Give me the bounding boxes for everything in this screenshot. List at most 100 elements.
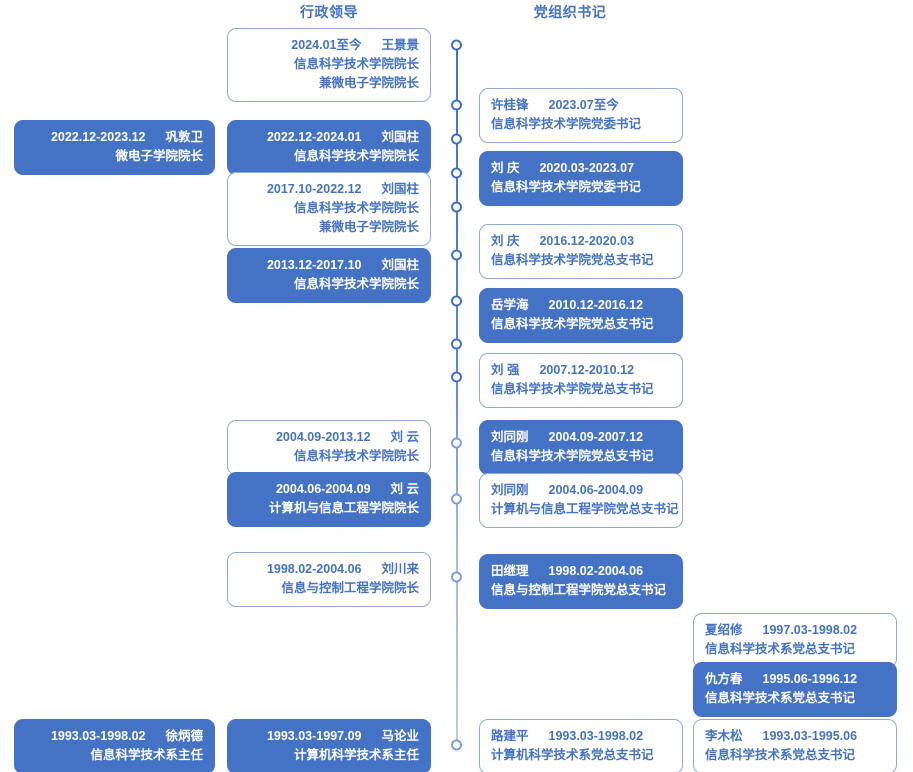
card-person-name: 许桂锋 <box>491 98 529 112</box>
card-title-line-1: 信息科学技术学院院长 <box>293 149 419 163</box>
timeline-dot <box>451 201 462 213</box>
card-person-name: 李木松 <box>705 729 743 743</box>
card-period: 1993.03-1995.06 <box>762 729 858 743</box>
card-title-line-1: 信息科学技术学院党总支书记 <box>491 317 654 331</box>
card-person-name: 刘国柱 <box>381 258 419 272</box>
card-headline: 2024.01至今 王景景 <box>239 36 419 55</box>
card-title-line-1: 信息科学技术学院党委书记 <box>491 117 642 131</box>
card-period: 1998.02-2004.06 <box>548 564 644 578</box>
card-period: 2023.07至今 <box>548 98 619 112</box>
card-headline: 李木松 1993.03-1995.06 <box>705 727 885 746</box>
card-period: 2022.12-2024.01 <box>266 130 362 144</box>
card-headline: 2004.09-2013.12 刘 云 <box>239 428 419 447</box>
card-headline: 田继理 1998.02-2004.06 <box>491 562 671 581</box>
card-title-line-2: 兼微电子学院院长 <box>318 76 419 90</box>
admin-liu-yun-2004-09[interactable]: 2004.09-2013.12 刘 云信息科学技术学院院长 <box>227 420 431 475</box>
card-headline: 仇方春 1995.06-1996.12 <box>705 670 885 689</box>
card-period: 1993.03-1998.02 <box>50 729 146 743</box>
card-period: 2016.12-2020.03 <box>539 234 635 248</box>
card-period: 2013.12-2017.10 <box>266 258 362 272</box>
card-period: 2004.09-2007.12 <box>548 430 644 444</box>
card-title-line-1: 信息科学技术系党总支书记 <box>705 691 856 705</box>
timeline-dot <box>451 371 462 383</box>
card-headline: 刘同刚 2004.09-2007.12 <box>491 428 671 447</box>
card-period: 1995.06-1996.12 <box>762 672 858 686</box>
card-headline: 刘 强 2007.12-2010.12 <box>491 361 671 380</box>
card-title-line-1: 信息科学技术学院党委书记 <box>491 180 642 194</box>
card-person-name: 徐炳德 <box>165 729 203 743</box>
card-title-line-1: 信息科学技术系党总支书记 <box>705 748 856 762</box>
card-title-line-2: 兼微电子学院院长 <box>318 220 419 234</box>
timeline-dot <box>451 249 462 261</box>
card-person-name: 刘 云 <box>390 482 419 496</box>
card-title-line-1: 信息科学技术学院党总支书记 <box>491 449 654 463</box>
card-title-line-1: 信息科学技术学院院长 <box>293 57 419 71</box>
card-title-line-1: 信息科学技术学院院长 <box>293 201 419 215</box>
card-period: 1993.03-1997.09 <box>266 729 362 743</box>
party-qiu-fangchun[interactable]: 仇方春 1995.06-1996.12 信息科学技术系党总支书记 <box>693 662 897 717</box>
timeline-dot <box>451 493 462 505</box>
card-title-line-1: 信息科学技术系主任 <box>90 748 203 762</box>
card-headline: 许桂锋 2023.07至今 <box>491 96 671 115</box>
admin-wang-jingjing[interactable]: 2024.01至今 王景景信息科学技术学院院长兼微电子学院院长 <box>227 28 431 102</box>
timeline-spine <box>456 42 458 748</box>
card-person-name: 刘 云 <box>390 430 419 444</box>
timeline-dot <box>451 437 462 449</box>
card-title-line-1: 信息科学技术学院党总支书记 <box>491 382 654 396</box>
card-person-name: 刘同刚 <box>491 483 529 497</box>
party-li-musong[interactable]: 李木松 1993.03-1995.06 信息科学技术系党总支书记 <box>693 719 897 772</box>
card-person-name: 王景景 <box>381 38 419 52</box>
card-title-line-1: 计算机与信息工程学院院长 <box>268 501 419 515</box>
card-headline: 2013.12-2017.10 刘国柱 <box>239 256 419 275</box>
card-title-line-1: 信息科学技术学院院长 <box>293 449 419 463</box>
card-person-name: 路建平 <box>491 729 529 743</box>
admin-xu-bingde[interactable]: 1993.03-1998.02 徐炳德信息科学技术系主任 <box>14 719 215 772</box>
card-period: 2007.12-2010.12 <box>539 363 635 377</box>
timeline-dot <box>451 133 462 145</box>
card-period: 2004.09-2013.12 <box>275 430 371 444</box>
timeline-dot <box>451 99 462 111</box>
card-title-line-1: 信息与控制工程学院院长 <box>281 581 419 595</box>
party-xu-guifeng[interactable]: 许桂锋 2023.07至今信息科学技术学院党委书记 <box>479 88 683 143</box>
card-person-name: 夏绍修 <box>705 623 743 637</box>
card-title-line-1: 信息科学技术系党总支书记 <box>705 642 856 656</box>
card-title-line-1: 计算机科学技术系主任 <box>293 748 419 762</box>
card-title-line-1: 计算机与信息工程学院党总支书记 <box>491 502 679 516</box>
card-person-name: 巩敦卫 <box>165 130 203 144</box>
card-person-name: 岳学海 <box>491 298 529 312</box>
card-person-name: 刘同刚 <box>491 430 529 444</box>
card-person-name: 田继理 <box>491 564 529 578</box>
card-headline: 1993.03-1998.02 徐炳德 <box>26 727 203 746</box>
card-person-name: 刘 强 <box>491 363 520 377</box>
party-liu-tonggang-2004-09[interactable]: 刘同刚 2004.09-2007.12 信息科学技术学院党总支书记 <box>479 420 683 475</box>
party-liu-qiang[interactable]: 刘 强 2007.12-2010.12 信息科学技术学院党总支书记 <box>479 353 683 408</box>
card-period: 2024.01至今 <box>291 38 362 52</box>
card-person-name: 仇方春 <box>705 672 743 686</box>
timeline-dot <box>451 739 462 751</box>
card-person-name: 刘 庆 <box>491 234 520 248</box>
